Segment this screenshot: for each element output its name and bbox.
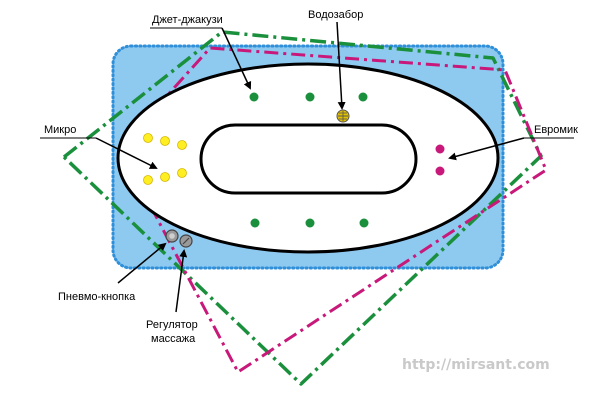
label-jet-jacuzzi: Джет-джакузи: [152, 14, 223, 26]
euromik-nozzle: [435, 144, 445, 154]
micro-nozzle: [143, 133, 153, 143]
label-euromik: Евромик: [534, 124, 578, 136]
micro-nozzle: [160, 136, 170, 146]
jet-nozzle: [249, 92, 259, 102]
leader-micro: [40, 137, 158, 169]
label-micro: Микро: [44, 124, 76, 136]
leader-regulator: [175, 249, 188, 313]
bath-bottom: [199, 123, 418, 195]
massage-regulator-icon: [179, 234, 193, 248]
jet-nozzle: [305, 92, 315, 102]
corner-tub-outline-green: [62, 30, 543, 386]
jet-nozzle: [358, 92, 368, 102]
leader-euromik: [448, 137, 574, 161]
watermark-url: http://mirsant.com: [402, 357, 550, 373]
water-intake-icon: [336, 109, 350, 123]
euromik-nozzle: [435, 166, 445, 176]
jet-nozzle: [359, 218, 369, 228]
leader-intake: [336, 21, 346, 110]
label-pneumo-button: Пневмо-кнопка: [58, 291, 136, 303]
micro-nozzle: [160, 172, 170, 182]
leader-jet: [150, 27, 252, 90]
leader-pneumo: [117, 242, 167, 284]
jet-nozzle: [250, 218, 260, 228]
micro-nozzle: [177, 140, 187, 150]
label-water-intake: Водозабор: [308, 9, 363, 21]
micro-nozzle: [143, 175, 153, 185]
pneumo-button-icon: [165, 229, 179, 243]
jet-nozzle: [305, 218, 315, 228]
corner-tub-outline-magenta: [118, 46, 548, 374]
micro-nozzle: [177, 168, 187, 178]
label-regulator-line2: массажа: [151, 333, 196, 345]
label-regulator-line1: Регулятор: [146, 319, 198, 331]
